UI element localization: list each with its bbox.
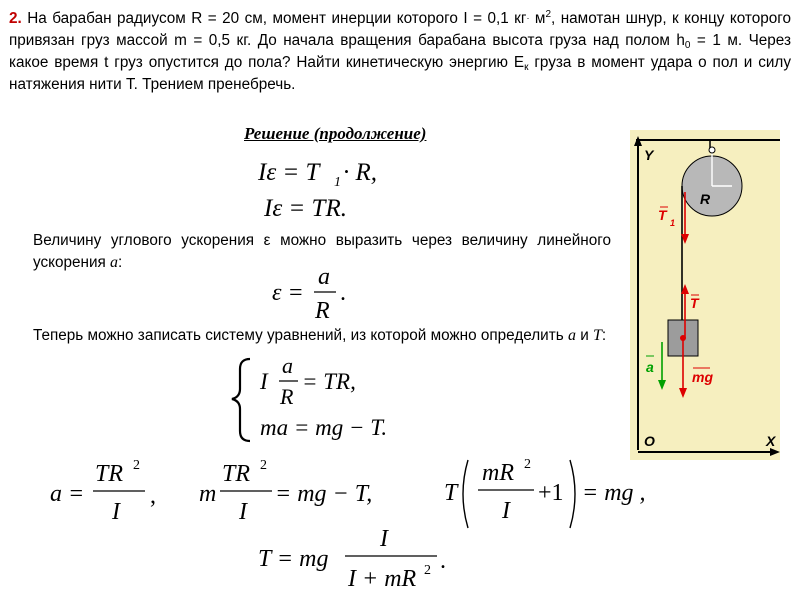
var-a: a (567, 327, 576, 344)
sys1-den: R (279, 384, 294, 409)
para-text: : (601, 327, 607, 344)
f3-num: mR (482, 460, 514, 486)
superscript: 2 (545, 9, 552, 20)
f2-den: I (238, 499, 248, 525)
f2-m: m (199, 481, 216, 507)
sys2: ma = mg − T. (260, 415, 387, 440)
f2-sup: 2 (260, 458, 267, 473)
paragraph-angular-accel: Величину углового ускорения ε можно выра… (33, 230, 611, 274)
var-T: T (593, 327, 602, 344)
label-mg: mg (692, 369, 713, 385)
f1-den: I (111, 499, 121, 525)
subscript: к (524, 62, 529, 73)
eq3-end: . (340, 280, 346, 306)
drum-axle (708, 146, 716, 154)
label-Y: Y (644, 147, 655, 163)
equation-epsilon: ε = a R . (272, 264, 346, 324)
eq3-num: a (318, 264, 330, 290)
para-text: Теперь можно записать систему уравнений,… (33, 327, 568, 344)
sys1-I: I (259, 369, 269, 394)
f3-den: I (501, 498, 511, 524)
problem-text: груза в момент удара о пол и силу натяже… (9, 54, 791, 93)
solution-heading: Решение (продолжение) (244, 124, 427, 143)
problem-number: 2. (9, 10, 22, 27)
label-O: O (644, 433, 655, 449)
f4-num: I (379, 526, 389, 552)
problem-text: = 1 м. Через какое время t груз опуститс… (9, 32, 791, 71)
eq2: Iε = TR. (263, 195, 347, 222)
f2-rhs: = mg − T, (275, 481, 372, 507)
equation-system: I a R = TR, ma = mg − T. (231, 355, 387, 443)
f1-sup: 2 (133, 458, 140, 473)
problem-text: м (529, 10, 546, 27)
f4-sup: 2 (424, 563, 431, 578)
label-X: X (765, 433, 777, 449)
f4-end: . (440, 548, 446, 574)
para-text: : (118, 254, 123, 271)
label-R: R (700, 191, 711, 207)
eq3-lhs: ε = (272, 280, 304, 306)
f3-T: T (444, 480, 459, 506)
f3-plus: +1 (538, 480, 564, 506)
var-a: a (110, 254, 119, 271)
formula-T-final: T = mg I I + mR 2 . (258, 526, 446, 592)
problem-text: , намотан шнур, к концу которого привяза… (9, 10, 792, 49)
f4-lhs: T = mg (258, 546, 328, 572)
f1-lhs: a = (50, 481, 84, 507)
eq1-lhs: Iε = T (257, 159, 322, 186)
label-T1: T (658, 207, 668, 223)
f1-end: , (150, 483, 156, 509)
para-text: и (575, 327, 593, 344)
eq1-sub: 1 (334, 175, 341, 190)
drum-diagram: R Y O X T 1 T mg a (630, 130, 780, 460)
problem-statement: 2. На барабан радиусом R = 20 см, момент… (9, 7, 791, 96)
formula-mg: m TR 2 I = mg − T, (199, 458, 372, 525)
f3-rhs: = mg , (582, 480, 646, 506)
eq1-rhs: · R, (343, 159, 377, 186)
label-T: T (690, 295, 700, 311)
paragraph-system: Теперь можно записать систему уравнений,… (33, 325, 611, 347)
label-T1-sub: 1 (670, 218, 675, 228)
formula-a: a = TR 2 I , (50, 458, 156, 525)
subscript: 0 (684, 40, 691, 51)
f1-num: TR (95, 461, 123, 487)
label-a: a (646, 359, 654, 375)
sys1-rhs: = TR, (302, 369, 356, 394)
sys1-num: a (282, 355, 293, 378)
equation-moment: Iε = T 1 · R, Iε = TR. (257, 159, 377, 222)
formula-T-paren: T mR 2 I +1 = mg , (444, 457, 646, 529)
f4-den: I + mR (347, 566, 417, 592)
problem-text: На барабан радиусом R = 20 см, момент ин… (21, 10, 527, 27)
f3-sup: 2 (524, 457, 531, 472)
eq3-den: R (314, 298, 330, 324)
f2-num: TR (222, 461, 250, 487)
dot: · (526, 13, 530, 23)
para-text: Величину углового ускорения ε можно выра… (33, 232, 611, 271)
